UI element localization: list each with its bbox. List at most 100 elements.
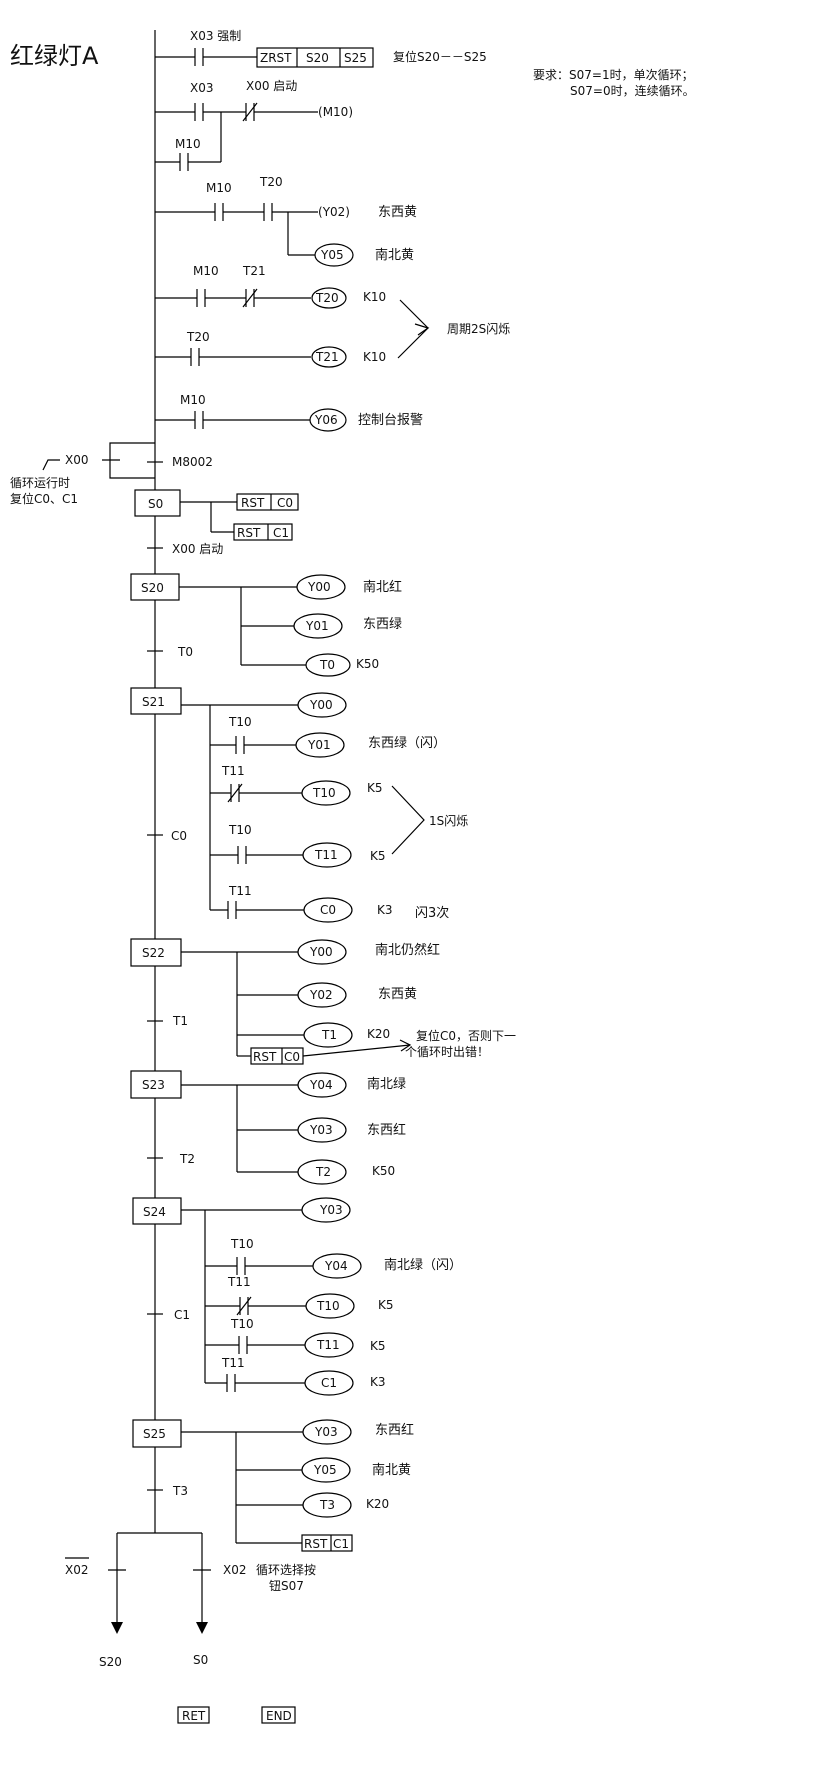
svg-text:RST: RST [253,1050,277,1064]
svg-text:RST: RST [241,496,265,510]
svg-text:S20: S20 [141,581,164,595]
svg-text:Y05: Y05 [320,248,344,262]
svg-text:东西红: 东西红 [367,1122,406,1138]
svg-text:T10: T10 [230,1317,254,1331]
coil-t21 [311,346,347,368]
svg-text:S25: S25 [344,51,367,65]
svg-text:S24: S24 [143,1205,166,1219]
svg-text:S0: S0 [148,497,163,511]
svg-text:C0: C0 [284,1050,300,1064]
selective-branch: X02 X02 循环选择按 钮S07 S20 S0 [65,1532,316,1669]
svg-text:T10: T10 [312,786,336,800]
svg-text:T10: T10 [316,1299,340,1313]
svg-text:复位C0、C1: 复位C0、C1 [10,491,78,506]
svg-text:Y01: Y01 [305,619,329,633]
requirement-line-2: S07=0时，连续循环。 [570,83,695,98]
svg-text:T3: T3 [319,1498,335,1512]
svg-text:东西黄: 东西黄 [378,987,417,1002]
svg-text:K5: K5 [370,1339,386,1353]
svg-text:K5: K5 [370,849,386,863]
svg-text:T21: T21 [242,264,266,278]
coil-y05 [314,243,354,267]
brace-2s [397,299,429,359]
svg-text:Y04: Y04 [309,1078,333,1092]
svg-text:K20: K20 [367,1027,390,1041]
x02-not-label: X02 [65,1563,89,1577]
svg-text:周期2S闪烁: 周期2S闪烁 [447,322,510,336]
svg-text:S22: S22 [142,946,165,960]
rung-y06: M10 Y06 控制台报警 [155,393,423,432]
svg-text:C1: C1 [321,1376,337,1390]
svg-text:C1: C1 [273,526,289,540]
svg-text:东西黄: 东西黄 [378,205,417,220]
svg-text:T20: T20 [259,175,283,189]
svg-text:Y00: Y00 [309,945,333,959]
svg-text:T11: T11 [221,1356,245,1370]
svg-text:S23: S23 [142,1078,165,1092]
ret-instruction [177,1706,210,1724]
svg-text:T11: T11 [316,1338,340,1352]
svg-text:K5: K5 [367,781,383,795]
svg-text:T0: T0 [319,658,335,672]
coil-y06 [309,408,347,432]
svg-text:Y03: Y03 [314,1425,338,1439]
svg-text:T10: T10 [228,715,252,729]
svg-text:钮S07: 钮S07 [269,1578,304,1593]
svg-text:T1: T1 [321,1028,337,1042]
svg-text:T21: T21 [315,350,339,364]
footer-instructions: RET END [177,1706,296,1724]
arrow-down-icon [111,1622,123,1634]
zrst-note: 复位S20－－S25 [393,49,487,64]
rst-c1-init [233,523,293,541]
step-s21: S21 Y00 T10 Y01 东西绿（闪） T11 T10 K5 T10 T1… [130,687,468,939]
svg-text:控制台报警: 控制台报警 [358,412,423,428]
svg-text:个循环时出错！: 个循环时出错！ [405,1045,489,1059]
svg-text:T20: T20 [186,330,210,344]
svg-text:Y04: Y04 [324,1259,348,1273]
svg-text:C0: C0 [171,829,187,843]
rung-t21: T20 T21 K10 周期2S闪烁 [155,299,510,368]
svg-text:K10: K10 [363,350,386,364]
svg-text:南北黄: 南北黄 [375,247,414,263]
svg-text:循环运行时: 循环运行时 [10,476,70,490]
svg-text:C1: C1 [174,1308,190,1322]
svg-text:K10: K10 [363,290,386,304]
svg-text:T1: T1 [172,1014,188,1028]
svg-text:RET: RET [182,1709,206,1723]
svg-text:K50: K50 [356,657,379,671]
svg-text:复位C0，否则下一: 复位C0，否则下一 [416,1028,516,1043]
svg-text:Y01: Y01 [307,738,331,752]
svg-text:Y02: Y02 [309,988,333,1002]
svg-text:RST: RST [304,1537,328,1551]
svg-text:S20: S20 [99,1655,122,1669]
svg-text:M8002: M8002 [172,455,213,469]
svg-text:K3: K3 [370,1375,386,1389]
svg-text:C0: C0 [277,496,293,510]
svg-text:T20: T20 [315,291,339,305]
svg-text:南北绿: 南北绿 [367,1076,406,1092]
svg-text:X00 启动: X00 启动 [172,542,223,556]
svg-text:Y03: Y03 [309,1123,333,1137]
svg-text:T10: T10 [228,823,252,837]
svg-text:S21: S21 [142,695,165,709]
svg-text:东西绿（闪）: 东西绿（闪） [368,736,446,751]
svg-text:K5: K5 [378,1298,394,1312]
svg-text:T11: T11 [228,884,252,898]
step-s23: S23 Y04 南北绿 Y03 东西红 T2 K50 T2 [130,1070,406,1198]
rung-t20: M10 T21 T20 K10 [155,264,386,309]
svg-text:S25: S25 [143,1427,166,1441]
svg-text:C1: C1 [333,1537,349,1551]
initial-step: X00 循环运行时 复位C0、C1 M8002 S0 RST C0 RST C1… [10,442,299,574]
step-s25: S25 Y03 东西红 Y05 南北黄 T3 K20 RST C1 T3 [132,1419,414,1552]
svg-text:S20: S20 [306,51,329,65]
contact-x03-force-label: X03 强制 [190,29,241,43]
svg-text:K20: K20 [366,1497,389,1511]
brace-1s [391,785,425,855]
coil-t20 [311,287,347,309]
svg-text:T11: T11 [314,848,338,862]
step-s22: S22 Y00 南北仍然红 Y02 东西黄 T1 K20 RST C0 复位C0… [130,938,516,1071]
svg-text:东西绿: 东西绿 [363,617,402,632]
svg-text:C0: C0 [320,903,336,917]
svg-text:Y06: Y06 [314,413,338,427]
